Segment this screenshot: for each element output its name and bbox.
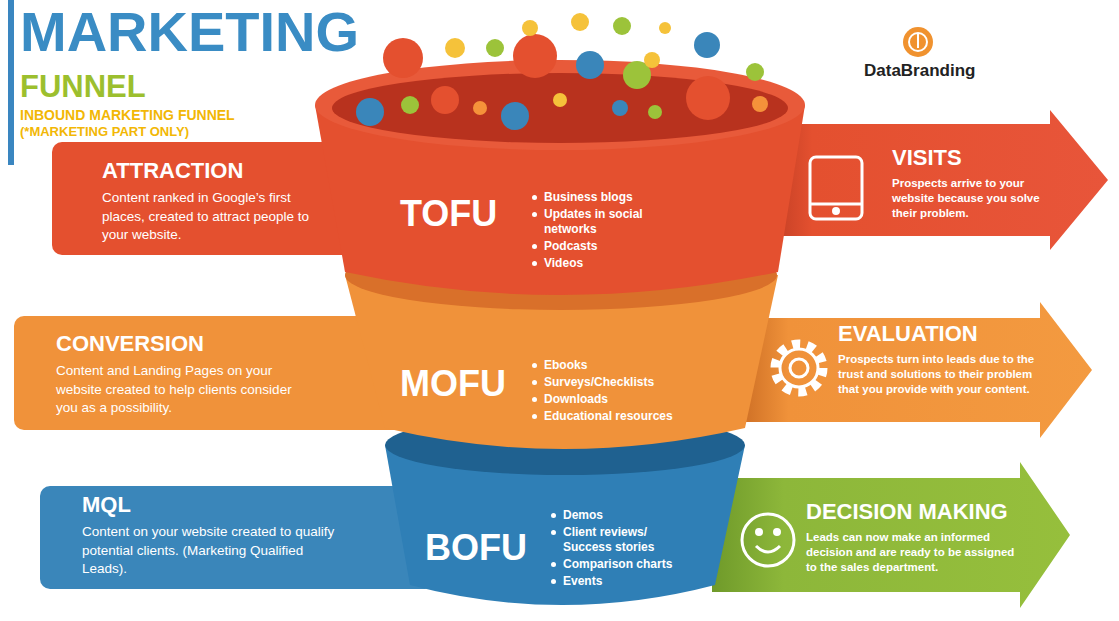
band-heading: CONVERSION — [56, 331, 316, 356]
evaluation-arrow — [735, 302, 1092, 438]
attraction-band: ATTRACTION Content ranked in Google’s fir… — [102, 158, 330, 244]
bullet-text: Updates in social networks — [544, 207, 643, 236]
bofu-section: BOFU DemosClient reviews/ Success stories… — [425, 508, 715, 593]
stage-label: MOFU — [400, 366, 506, 402]
decision-arrow: DECISION MAKING Leads can now make an inf… — [806, 499, 1021, 575]
bullet-text: Videos — [544, 256, 583, 270]
bullet-item: Client reviews/ Success stories — [549, 525, 699, 555]
mofu-section: MOFU EbooksSurveys/ChecklistsDownloadsEdu… — [400, 356, 690, 436]
band-heading: ATTRACTION — [102, 158, 330, 183]
subtitle-note: INBOUND MARKETING FUNNEL — [20, 108, 235, 123]
bullet-item: Business blogs — [530, 190, 680, 205]
visits-arrow: VISITS Prospects arrive to your website b… — [892, 145, 1060, 221]
tofu-rim — [315, 60, 805, 150]
bullet-dot — [532, 414, 537, 419]
evaluation-arrow: EVALUATION Prospects turn into leads due … — [838, 321, 1038, 397]
decision-arrow — [712, 462, 1070, 608]
bullet-dot — [532, 397, 537, 402]
title-bar — [8, 0, 14, 165]
bullet-list: DemosClient reviews/ Success storiesComp… — [549, 508, 699, 591]
bullet-item: Comparison charts — [549, 557, 699, 572]
band-body-text: Content ranked in Google’s first places,… — [102, 189, 330, 244]
falling-dots — [356, 13, 768, 130]
bullet-text: Podcasts — [544, 239, 597, 253]
tofu-section: TOFU Business blogsUpdates in social netw… — [398, 188, 688, 278]
smiley-icon — [742, 514, 794, 566]
funnel-opening — [332, 73, 788, 143]
bullet-item: Surveys/Checklists — [530, 375, 680, 390]
bullet-dot — [532, 261, 537, 266]
stage-label: TOFU — [400, 196, 497, 232]
visits-arrow — [760, 110, 1108, 250]
logo-text: DataBranding — [864, 62, 975, 81]
bullet-dot — [532, 363, 537, 368]
band-body-text: Content and Landing Pages on your websit… — [56, 362, 316, 417]
bullet-text: Events — [563, 574, 602, 588]
bullet-item: Demos — [549, 508, 699, 523]
bullet-text: Educational resources — [544, 409, 673, 423]
bullet-dot — [551, 513, 556, 518]
bullet-dot — [532, 195, 537, 200]
gear-icon — [775, 344, 823, 392]
bullet-item: Downloads — [530, 392, 680, 407]
bullet-dot — [532, 244, 537, 249]
bullet-text: Downloads — [544, 392, 608, 406]
bullet-dot — [551, 530, 556, 535]
bullet-list: Business blogsUpdates in social networks… — [530, 190, 680, 273]
bullet-text: Comparison charts — [563, 557, 672, 571]
stage-label: BOFU — [425, 530, 527, 566]
mql-band — [40, 486, 435, 589]
band-body-text: Leads can now make an informed decision … — [806, 530, 1021, 575]
bullet-text: Surveys/Checklists — [544, 375, 654, 389]
conversion-band: CONVERSION Content and Landing Pages on y… — [56, 331, 316, 417]
bullet-text: Ebooks — [544, 358, 587, 372]
subtitle-note: (*MARKETING PART ONLY) — [20, 125, 189, 139]
band-heading: DECISION MAKING — [806, 499, 1021, 524]
bullet-item: Videos — [530, 256, 680, 271]
bullet-item: Ebooks — [530, 358, 680, 373]
bullet-item: Updates in social networks — [530, 207, 680, 237]
tablet-icon — [810, 157, 862, 219]
bullet-dot — [532, 212, 537, 217]
bullet-list: EbooksSurveys/ChecklistsDownloadsEducati… — [530, 358, 680, 426]
band-body-text: Content on your website created to quali… — [82, 523, 337, 578]
bullet-dot — [532, 380, 537, 385]
bullet-item: Podcasts — [530, 239, 680, 254]
bullet-dot — [551, 562, 556, 567]
logo-icon — [903, 27, 933, 57]
bullet-item: Events — [549, 574, 699, 589]
bullet-dot — [551, 579, 556, 584]
bullet-text: Business blogs — [544, 190, 633, 204]
title: MARKETING — [20, 4, 359, 60]
band-body-text: Prospects arrive to your website because… — [892, 176, 1060, 221]
band-body-text: Prospects turn into leads due to the tru… — [838, 352, 1038, 397]
subtitle: FUNNEL — [20, 70, 146, 104]
band-heading: VISITS — [892, 145, 1060, 170]
band-heading: EVALUATION — [838, 321, 1038, 346]
bullet-text: Demos — [563, 508, 603, 522]
bullet-item: Educational resources — [530, 409, 680, 424]
band-heading: MQL — [82, 492, 337, 517]
mql-band: MQL Content on your website created to qu… — [82, 492, 337, 578]
bullet-text: Client reviews/ Success stories — [563, 525, 654, 554]
